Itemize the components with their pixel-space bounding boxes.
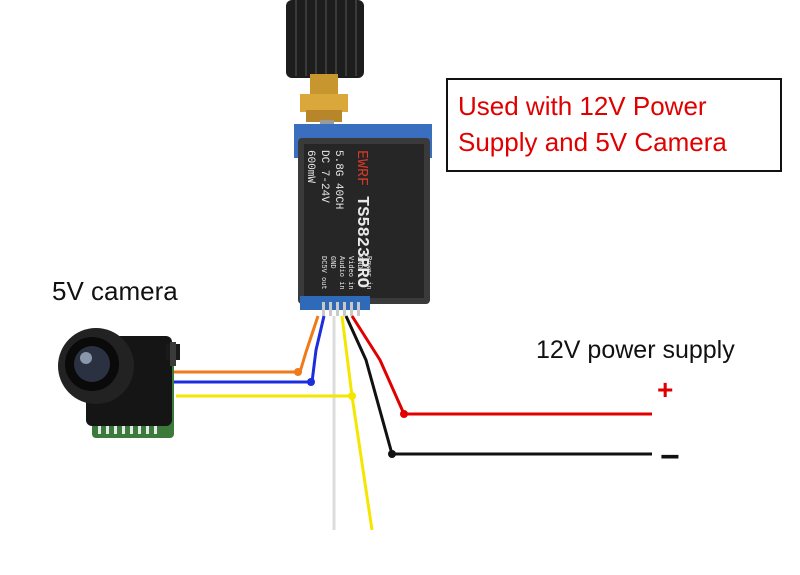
vtx-spec-1: 5.8G 40CH [332,150,344,209]
positive-terminal-label: + [657,374,674,405]
camera-module [58,328,180,438]
vtx-module: EWRF TS5823PRO 5.8G 40CH DC 7-24V 600mW … [294,124,432,316]
black-wire [344,315,652,456]
vtx-model: TS5823PRO [352,196,371,288]
power-supply-label: 12V power supply [536,336,735,364]
vtx-spec-2: DC 7-24V [318,150,330,203]
pin-label-video-in: Video in [346,256,354,290]
pin-label-dc5v-out: DC5V out [319,256,327,290]
pin-label-power-in: Power in [364,256,372,290]
vtx-brand: EWRF [353,150,370,186]
wire-junctions [294,368,408,458]
pin-label-gnd-1: GND [355,256,363,269]
pin-label-gnd-2: GND [328,256,336,269]
wires [174,315,652,531]
blue-wire [174,315,326,384]
usage-note-box: Used with 12V Power Supply and 5V Camera [446,78,782,172]
negative-terminal-label: − [660,438,680,476]
yellow-wire [340,315,374,531]
usage-note-line-1: Used with 12V Power [458,91,707,121]
orange-wire [174,315,320,374]
camera-label: 5V camera [52,276,178,306]
usage-note-line-2: Supply and 5V Camera [458,127,727,157]
red-wire [350,315,652,416]
vtx-spec-3: 600mW [304,150,316,183]
antenna [286,0,364,142]
pin-label-audio-in: Audio in [337,256,345,290]
